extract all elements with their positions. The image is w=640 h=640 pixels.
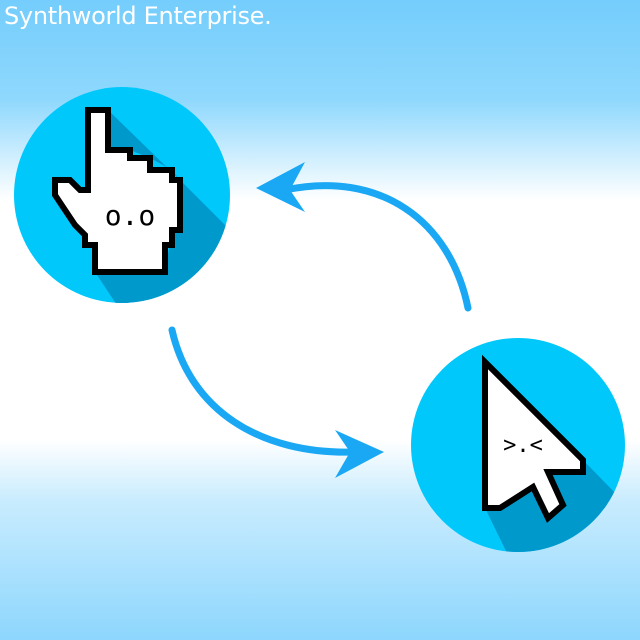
cycle-arrow-top: [256, 162, 472, 312]
hand-cursor-badge: o.o: [14, 87, 230, 303]
arrow-cursor-badge: >.<: [411, 338, 625, 552]
hand-face-text: o.o: [105, 199, 156, 232]
arrow-face-text: >.<: [503, 433, 543, 458]
pointing-hand-icon: o.o: [52, 107, 183, 275]
brand-title: Synthworld Enterprise.: [4, 2, 272, 30]
cycle-arrow-bottom: [168, 326, 384, 478]
arrow-pointer-icon: >.<: [482, 354, 586, 523]
